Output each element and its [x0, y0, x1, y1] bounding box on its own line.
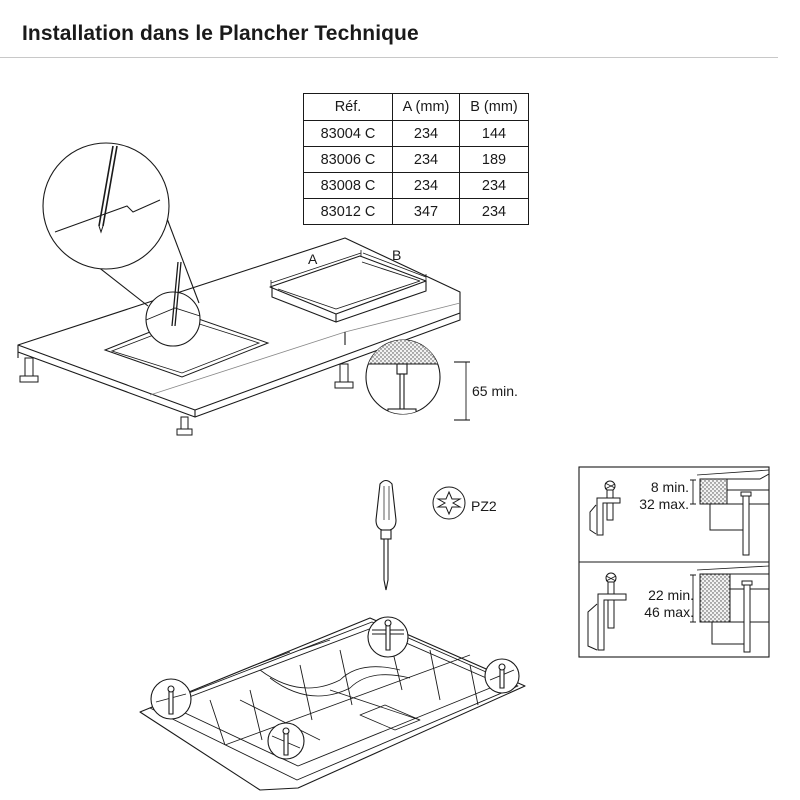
screwdriver-type-label: PZ2: [471, 498, 497, 514]
pozidriv-icon: [432, 486, 466, 520]
clamp-bottom-min-label: 22 min.: [648, 587, 694, 603]
dimension-a-label: A: [308, 251, 318, 267]
cell-b: 189: [459, 146, 529, 173]
installed-box: [139, 617, 526, 791]
cell-a: 347: [392, 198, 460, 225]
column-header-ref: Réf.: [303, 93, 393, 121]
cell-ref: 83004 C: [303, 120, 393, 147]
reference-table: Réf. A (mm) B (mm) 83004 C 234 144 83006…: [303, 93, 529, 225]
screwdriver-icon: [375, 479, 397, 591]
cell-b: 234: [459, 198, 529, 225]
column-header-a: A (mm): [392, 93, 460, 121]
clamp-magnifiers: [150, 616, 520, 760]
table-row: 83004 C 234 144: [303, 120, 529, 147]
floor-pedestals: [19, 357, 354, 436]
cell-a: 234: [392, 120, 460, 147]
clamp-bottom-max-label: 46 max.: [644, 604, 694, 620]
clamp-detail-thick-floor: [587, 565, 770, 653]
title-divider: [0, 57, 778, 58]
cell-b: 144: [459, 120, 529, 147]
table-row: 83012 C 347 234: [303, 198, 529, 225]
clamp-top-min-label: 8 min.: [651, 479, 689, 495]
depth-min-label: 65 min.: [472, 383, 518, 399]
clamp-detail-thin-floor: [589, 469, 770, 556]
table-row: 83008 C 234 234: [303, 172, 529, 199]
cell-ref: 83008 C: [303, 172, 393, 199]
cell-a: 234: [392, 172, 460, 199]
table-header-row: Réf. A (mm) B (mm): [303, 93, 529, 121]
floor-box-recess: [269, 250, 427, 323]
page-title: Installation dans le Plancher Technique: [22, 22, 419, 45]
detail-magnifier-left: [42, 142, 201, 347]
clamp-top-max-label: 32 max.: [639, 496, 689, 512]
cell-b: 234: [459, 172, 529, 199]
dimension-b-label: B: [392, 247, 401, 263]
